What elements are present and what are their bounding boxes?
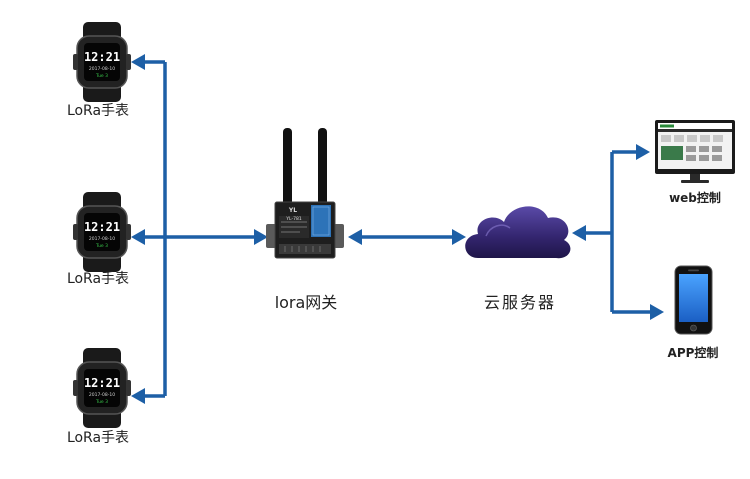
lora-watch-1: 12:21 2017-08-10 Tue 3 <box>72 21 132 103</box>
gateway-model: YL-781 <box>285 216 302 222</box>
app-control-label: APP控制 <box>667 346 719 360</box>
watch-label-3: LoRa手表 <box>66 430 130 446</box>
cloud-label: 云服务器 <box>483 293 556 312</box>
watch-date: 2017-08-10 <box>89 236 115 242</box>
watch-label-1: LoRa手表 <box>66 103 130 119</box>
web-control-label: web控制 <box>669 191 721 205</box>
phone-icon <box>674 265 713 335</box>
watch-time: 12:21 <box>84 50 120 64</box>
arrowhead-watch1 <box>131 54 145 70</box>
watch-status: Tue 3 <box>95 73 108 79</box>
arrowhead-cloud-left <box>452 229 466 245</box>
arrowhead-gateway-right <box>348 229 362 245</box>
arrowhead-watch3 <box>131 388 145 404</box>
watch-date: 2017-08-10 <box>89 392 115 398</box>
web-monitor <box>655 120 735 183</box>
gateway-label: lora网关 <box>274 293 338 312</box>
antenna-left <box>283 128 292 206</box>
cloud-server <box>465 206 571 259</box>
arrowhead-gateway-left <box>254 229 268 245</box>
watch-status: Tue 3 <box>95 243 108 249</box>
antenna-right <box>318 128 327 206</box>
connection-lines <box>143 60 650 398</box>
lora-watch-2: 12:21 2017-08-10 Tue 3 <box>72 191 132 273</box>
app-phone <box>674 265 713 335</box>
gateway-icon <box>266 128 344 259</box>
arrowhead-web <box>636 144 650 160</box>
watch-date: 2017-08-10 <box>89 66 115 72</box>
arrowhead-cloud-right <box>572 225 586 241</box>
lora-gateway: YL YL-781 <box>266 128 344 259</box>
arrowhead-watch2 <box>131 229 145 245</box>
watch-time: 12:21 <box>84 220 120 234</box>
arrowheads <box>131 54 664 404</box>
arrowhead-app <box>650 304 664 320</box>
gateway-brand: YL <box>288 207 297 214</box>
cloud-icon <box>465 206 571 259</box>
monitor-icon <box>655 120 735 183</box>
watch-status: Tue 3 <box>95 399 108 405</box>
watch-label-2: LoRa手表 <box>66 271 130 287</box>
watch-time: 12:21 <box>84 376 120 390</box>
lora-watch-3: 12:21 2017-08-10 Tue 3 <box>72 347 132 429</box>
